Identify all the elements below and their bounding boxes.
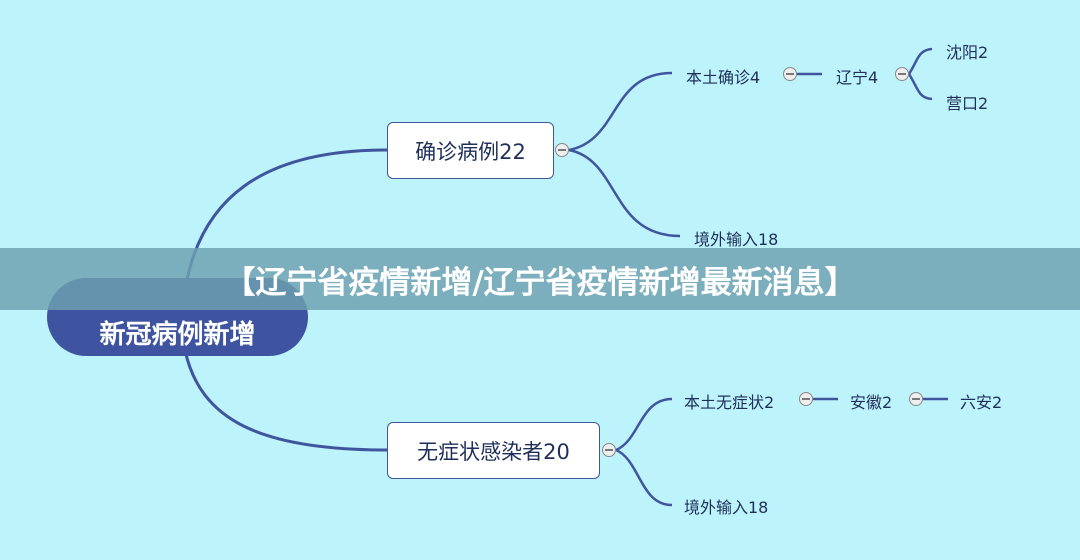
node-confirmed-cases[interactable]: 确诊病例22	[387, 122, 554, 179]
collapse-icon[interactable]	[895, 67, 909, 81]
link-confirmed-imported	[568, 148, 681, 238]
link-asym-imported	[615, 448, 673, 507]
collapse-icon[interactable]	[799, 392, 813, 406]
node-luan[interactable]: 六安2	[960, 393, 1003, 412]
node-yingkou[interactable]: 营口2	[946, 94, 989, 113]
link-liaoning-shenyang	[907, 47, 933, 75]
link-confirmed-local	[568, 71, 673, 152]
banner-title: 【辽宁省疫情新增/辽宁省疫情新增最新消息】	[224, 264, 856, 301]
node-imported-confirmed[interactable]: 境外输入18	[694, 230, 779, 249]
collapse-icon[interactable]	[555, 143, 569, 157]
link-root-asymptomatic	[183, 349, 388, 452]
collapse-icon[interactable]	[602, 443, 616, 457]
node-asymptomatic[interactable]: 无症状感染者20	[387, 422, 600, 479]
title-banner: 【辽宁省疫情新增/辽宁省疫情新增最新消息】	[0, 248, 1080, 310]
node-liaoning[interactable]: 辽宁4	[836, 68, 879, 87]
link-asym-local	[615, 397, 673, 452]
node-imported-asymptomatic[interactable]: 境外输入18	[684, 498, 769, 517]
root-node-label: 新冠病例新增	[99, 320, 256, 350]
node-shenyang[interactable]: 沈阳2	[946, 43, 989, 62]
link-liaoning-yingkou	[907, 73, 933, 101]
collapse-icon[interactable]	[909, 392, 923, 406]
collapse-icon[interactable]	[783, 67, 797, 81]
node-anhui[interactable]: 安徽2	[850, 393, 893, 412]
node-local-asymptomatic[interactable]: 本土无症状2	[684, 393, 775, 412]
node-local-confirmed[interactable]: 本土确诊4	[686, 68, 761, 87]
